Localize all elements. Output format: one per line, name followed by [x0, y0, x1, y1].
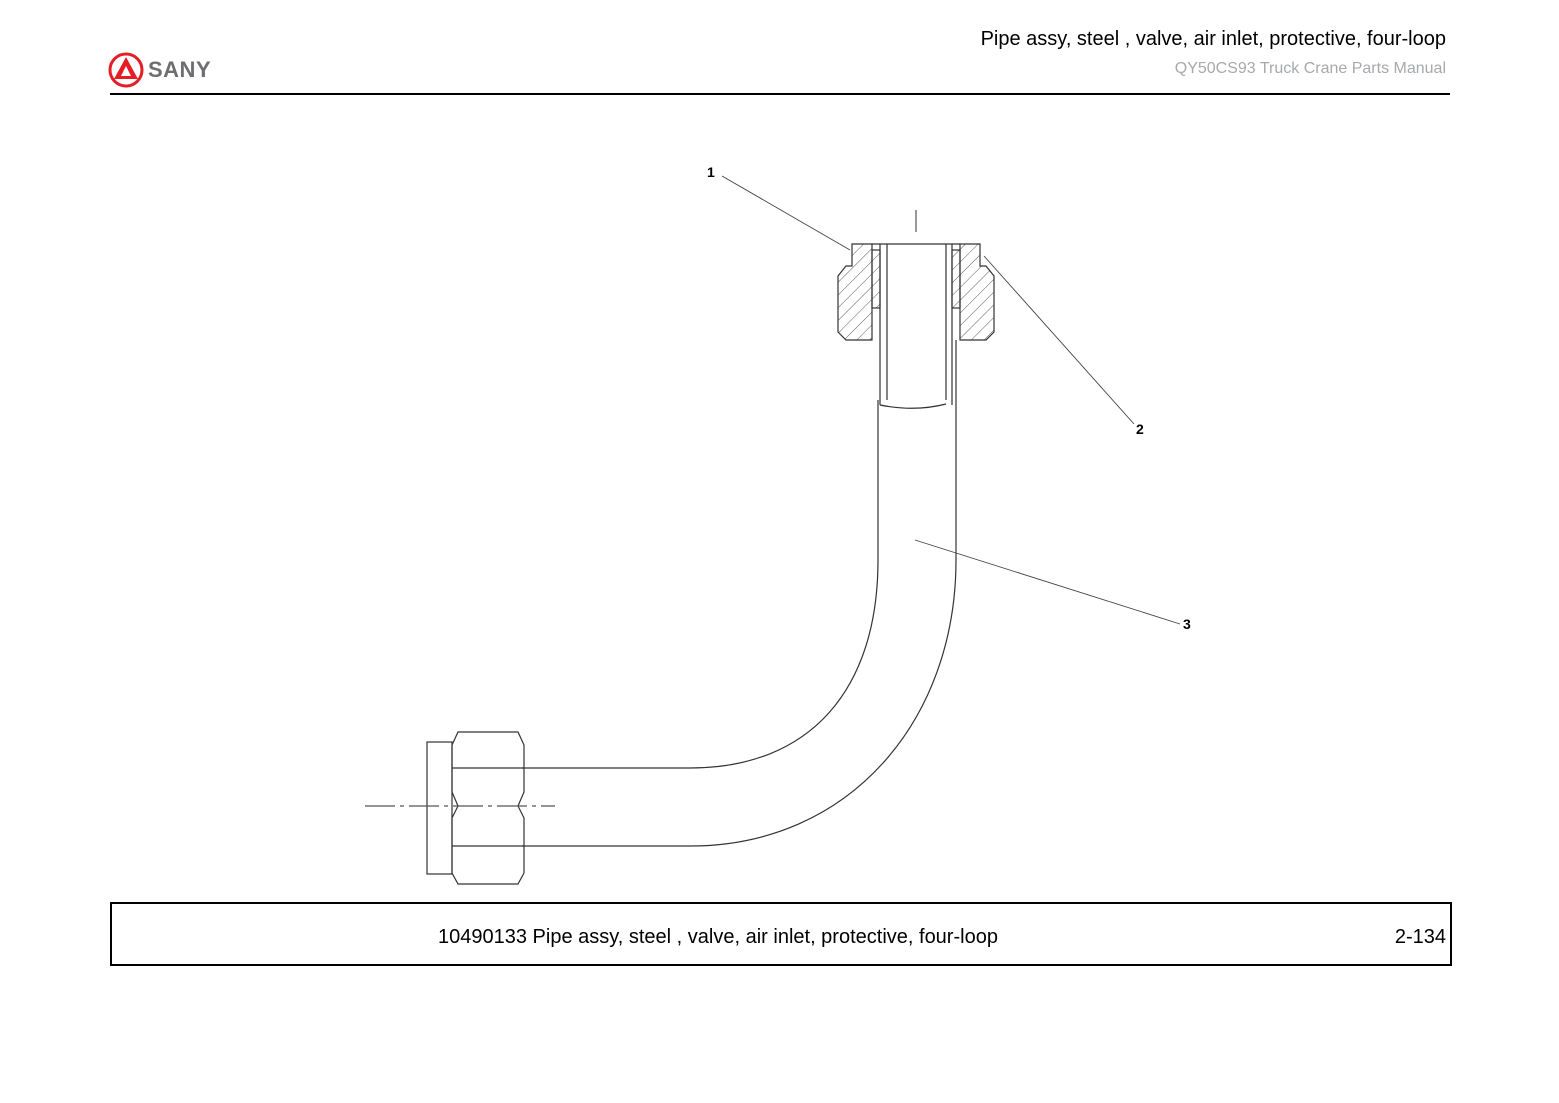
leader-lines — [721, 175, 1181, 625]
page-number: 2-134 — [1394, 926, 1446, 948]
footer-caption-box: 10490133 Pipe assy, steel , valve, air i… — [110, 902, 1452, 966]
top-fitting — [837, 210, 995, 409]
sany-logo-mark-icon — [108, 52, 144, 88]
callout-3: 3 — [1183, 616, 1191, 632]
page-title: Pipe assy, steel , valve, air inlet, pro… — [980, 28, 1446, 50]
header-divider — [110, 93, 1450, 95]
pipe-bend — [522, 340, 957, 847]
bottom-fitting — [365, 731, 555, 885]
manual-subtitle: QY50CS93 Truck Crane Parts Manual — [1174, 60, 1446, 77]
callout-1: 1 — [707, 164, 715, 180]
part-caption: 10490133 Pipe assy, steel , valve, air i… — [438, 926, 998, 948]
callout-2: 2 — [1136, 421, 1144, 437]
sany-logo: SANY — [108, 52, 211, 88]
brand-name: SANY — [148, 57, 212, 82]
